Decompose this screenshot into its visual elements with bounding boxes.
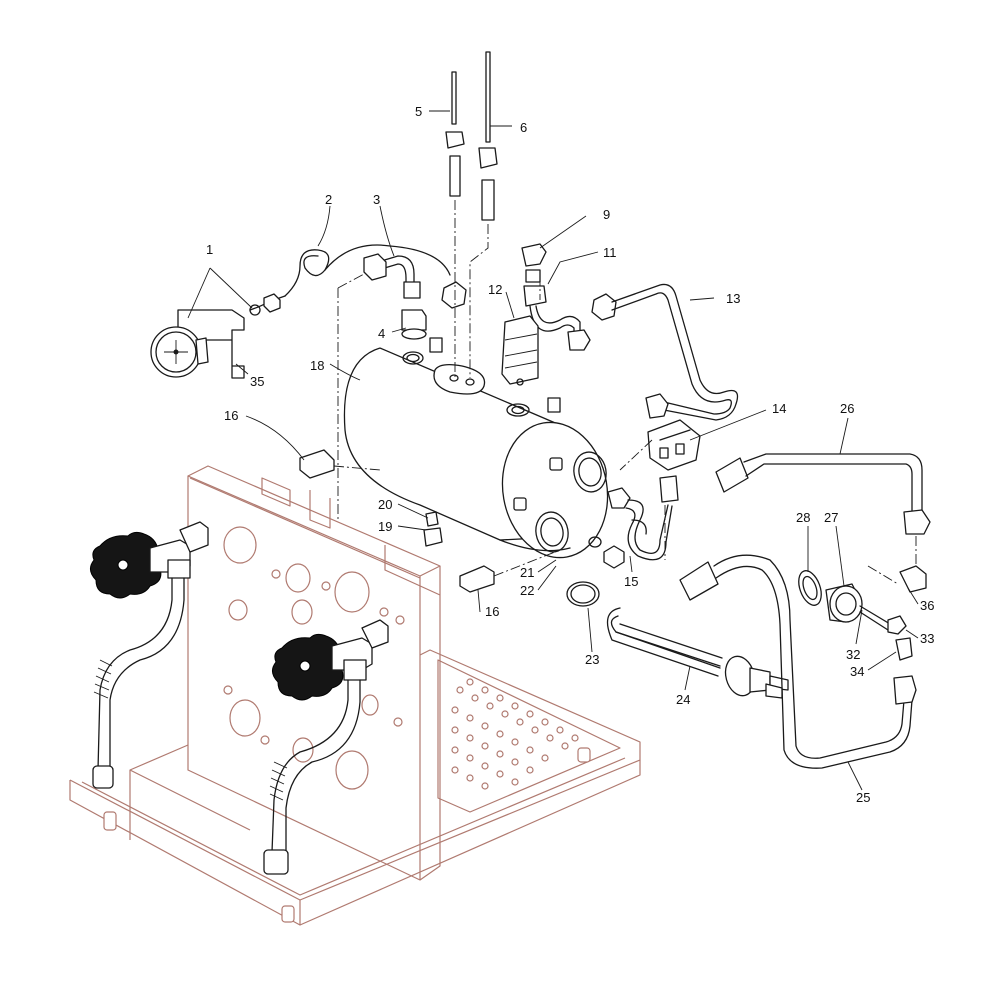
callout-33: 33 [920, 631, 934, 646]
callout-16-left: 16 [224, 408, 238, 423]
callout-16-right: 16 [485, 604, 499, 619]
heating-element [566, 581, 789, 699]
callout-28: 28 [796, 510, 810, 525]
leader-lines [187, 110, 919, 791]
callout-24: 24 [676, 692, 690, 707]
drip-grate-holes [451, 678, 579, 790]
callout-27: 27 [824, 510, 838, 525]
machine-frame [69, 465, 641, 926]
fittings [299, 273, 561, 593]
pressure-switch [619, 419, 701, 560]
callout-14: 14 [772, 401, 786, 416]
callout-35: 35 [250, 374, 264, 389]
callout-15: 15 [624, 574, 638, 589]
callout-12: 12 [488, 282, 502, 297]
pipe-25 [679, 554, 917, 769]
pressure-gauge [150, 244, 451, 379]
pipe-13 [591, 283, 739, 421]
callout-32: 32 [846, 647, 860, 662]
right-water-valve [263, 619, 389, 875]
callout-4: 4 [378, 326, 385, 341]
callout-34: 34 [850, 664, 864, 679]
callout-1: 1 [206, 242, 213, 257]
callout-11: 11 [603, 245, 617, 260]
callout-36: 36 [920, 598, 934, 613]
callout-25: 25 [856, 790, 870, 805]
safety-valve [501, 243, 591, 386]
callout-21: 21 [520, 565, 534, 580]
callout-2: 2 [325, 192, 332, 207]
callout-19: 19 [378, 519, 392, 534]
callout-18: 18 [310, 358, 324, 373]
callout-23: 23 [585, 652, 599, 667]
pipe-15 [607, 487, 673, 561]
boiler-tank [343, 337, 625, 569]
callout-5: 5 [415, 104, 422, 119]
callout-20: 20 [378, 497, 392, 512]
pipe-26 [715, 453, 931, 566]
pump-group [798, 565, 927, 661]
callout-26: 26 [840, 401, 854, 416]
callout-9: 9 [603, 207, 610, 222]
callout-13: 13 [726, 291, 740, 306]
level-probes [445, 51, 498, 378]
callout-6: 6 [520, 120, 527, 135]
callout-22: 22 [520, 583, 534, 598]
callout-3: 3 [373, 192, 380, 207]
left-steam-valve [90, 521, 209, 789]
steam-pipe-3 [363, 253, 467, 340]
callout-labels: 1 2 3 4 5 6 9 11 12 13 14 15 16 16 18 19… [206, 104, 934, 805]
